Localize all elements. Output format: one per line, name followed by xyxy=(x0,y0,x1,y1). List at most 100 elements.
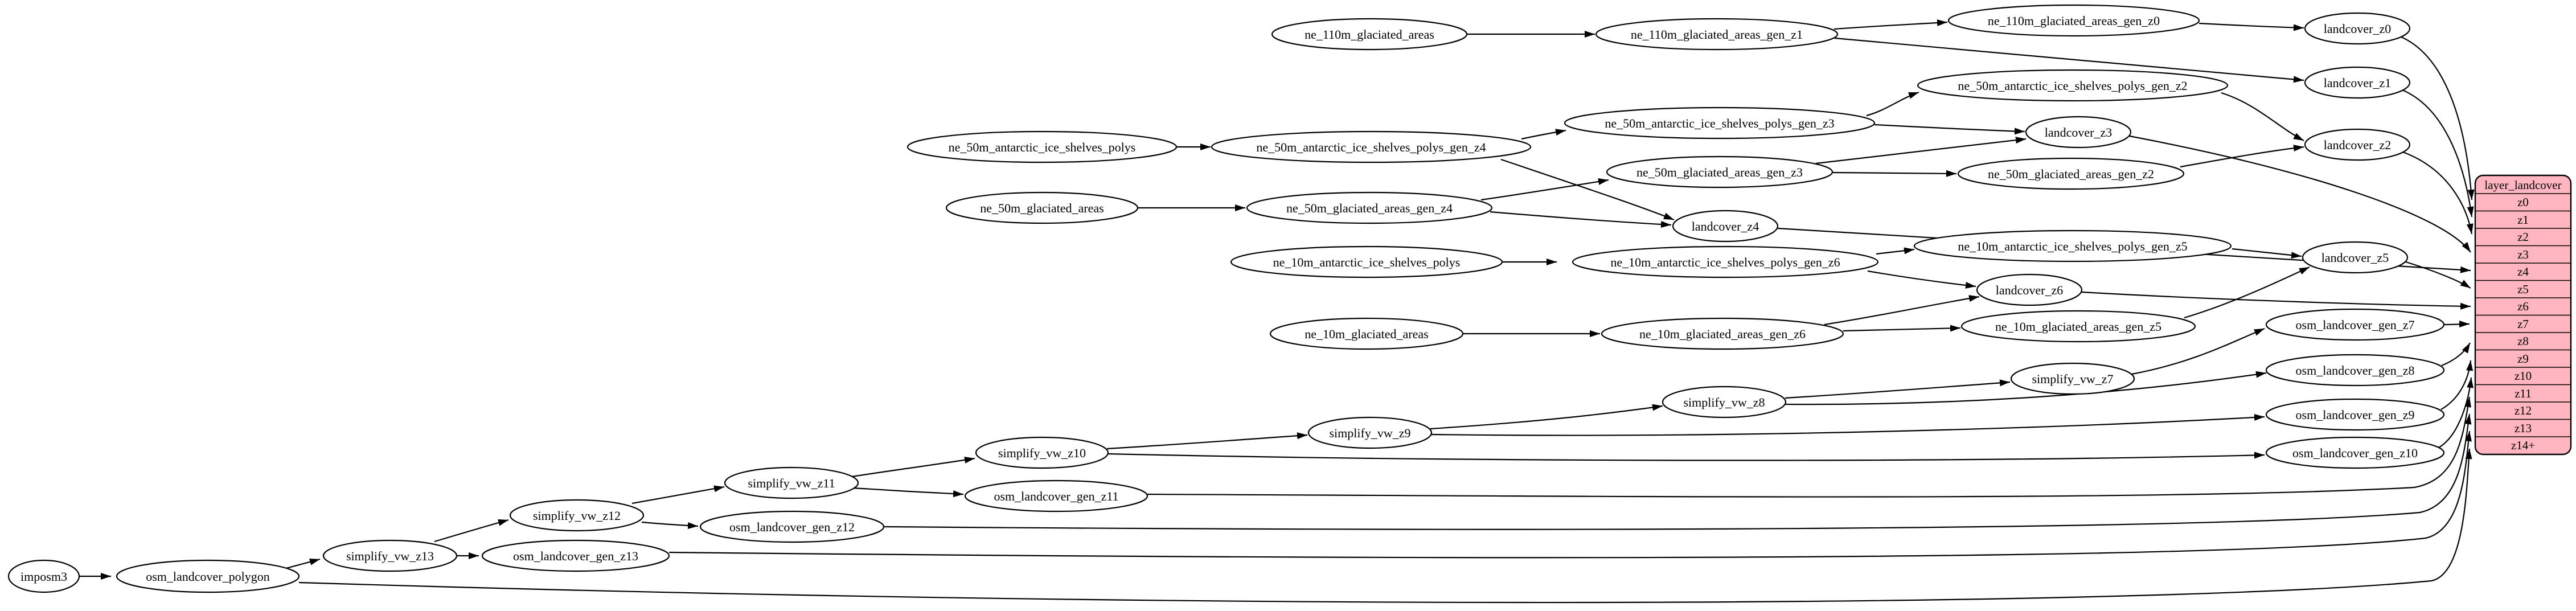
node-label: ne_10m_glaciated_areas_gen_z5 xyxy=(1995,319,2161,334)
edge-simplify_vw_z10--osm_landcover_gen_z10 xyxy=(1107,452,2265,461)
node-landcover_z3: landcover_z3 xyxy=(2025,116,2132,149)
node-ne_10m_glaciated_areas_gen_z6: ne_10m_glaciated_areas_gen_z6 xyxy=(1601,317,1844,350)
node-ellipse xyxy=(481,539,670,572)
table-row-label: z6 xyxy=(2517,300,2529,313)
table-row-label: z11 xyxy=(2515,387,2532,400)
node-label: simplify_vw_z12 xyxy=(533,509,621,523)
edge-ne_50m_glaciated_gen_z3--landcover_z3 xyxy=(1815,137,2027,165)
node-ellipse xyxy=(1601,317,1844,350)
node-simplify_vw_z8: simplify_vw_z8 xyxy=(1662,386,1787,419)
node-ne_10m_antarctic_ice_shelves_polys_gen_z5: ne_10m_antarctic_ice_shelves_polys_gen_z… xyxy=(1913,229,2232,263)
table-row-label: z8 xyxy=(2517,334,2529,348)
node-label: osm_landcover_gen_z12 xyxy=(729,520,855,534)
edge-simplify_vw_z10--simplify_vw_z9 xyxy=(1106,432,1308,450)
edge-simplify_vw_z8--simplify_vw_z7 xyxy=(1785,379,2011,399)
edge-ne_10m_antarctic_gen_z5--landcover_z5 xyxy=(2232,248,2302,259)
edge-osm_landcover_gen_z10--table-z10 xyxy=(2438,377,2474,448)
node-osm_landcover_polygon: osm_landcover_polygon xyxy=(116,559,300,593)
node-label: landcover_z2 xyxy=(2324,138,2392,152)
edge-simplify_vw_z9--simplify_vw_z8 xyxy=(1430,404,1663,430)
edge-ne_50m_antarctic_gen_z4--landcover_z4 xyxy=(1500,158,1675,221)
edge-osm_landcover_gen_z13--table-z13 xyxy=(668,430,2472,559)
node-ellipse xyxy=(1976,273,2083,306)
edge-ne_50m_glaciated_gen_z4--gen_z3 xyxy=(1480,178,1609,201)
node-ellipse xyxy=(1913,229,2232,263)
node-ellipse xyxy=(1917,69,2229,102)
node-ellipse xyxy=(1269,317,1464,350)
edge-osm_landcover_polygon--table-z14 xyxy=(298,448,2472,604)
edge-ne_110m_gen_z0--landcover_z0 xyxy=(2198,22,2304,31)
node-label: osm_landcover_gen_z8 xyxy=(2296,363,2415,378)
node-label: ne_50m_antarctic_ice_shelves_polys xyxy=(949,140,1136,154)
edge-ne_10m_antarctic_gen_z6--landcover_z6 xyxy=(1867,270,1976,289)
edge-landcover_z0--table-z0 xyxy=(2397,34,2475,200)
node-simplify_vw_z9: simplify_vw_z9 xyxy=(1307,416,1433,449)
node-label: ne_10m_antarctic_ice_shelves_polys xyxy=(1273,255,1461,269)
node-simplify_vw_z11: simplify_vw_z11 xyxy=(724,466,859,499)
edge-simplify_vw_z11--osm_landcover_gen_z11 xyxy=(852,487,964,498)
edge-ne_10m_glaciated_gen_z6--gen_z5 xyxy=(1843,325,1961,332)
node-label: landcover_z0 xyxy=(2324,22,2392,36)
node-label: osm_landcover_gen_z9 xyxy=(2296,408,2415,422)
node-label: ne_50m_antarctic_ice_shelves_polys_gen_z… xyxy=(1958,79,2187,93)
node-ellipse xyxy=(2025,116,2132,149)
node-ellipse xyxy=(7,559,80,593)
edge-ne_10m_glaciated_gen_z5--landcover_z5 xyxy=(2184,266,2310,319)
node-label: simplify_vw_z10 xyxy=(998,446,1086,460)
node-osm_landcover_gen_z12: osm_landcover_gen_z12 xyxy=(699,510,885,543)
table-row-label: z5 xyxy=(2517,282,2529,296)
node-ne_50m_glaciated_areas: ne_50m_glaciated_areas xyxy=(945,191,1139,224)
edge-simplify_vw_z13--simplify_vw_z12 xyxy=(434,519,509,543)
node-ne_50m_glaciated_areas_gen_z4: ne_50m_glaciated_areas_gen_z4 xyxy=(1246,191,1493,224)
node-ellipse xyxy=(2265,436,2445,469)
node-ne_50m_antarctic_ice_shelves_polys_gen_z4: ne_50m_antarctic_ice_shelves_polys_gen_z… xyxy=(1211,130,1532,163)
node-ellipse xyxy=(116,559,300,593)
edge-landcover_z4--table-z4 xyxy=(1777,227,2471,273)
node-ellipse xyxy=(2302,241,2409,274)
node-imposm3: imposm3 xyxy=(7,559,80,593)
table-row-label: z0 xyxy=(2517,195,2529,209)
node-ne_10m_antarctic_ice_shelves_polys_gen_z6: ne_10m_antarctic_ice_shelves_polys_gen_z… xyxy=(1572,245,1879,278)
edge-ne_50m_glaciated_gen_z4--landcover_z4 xyxy=(1490,211,1672,228)
node-ellipse xyxy=(1564,106,1876,140)
node-label: simplify_vw_z11 xyxy=(748,476,835,490)
node-layer: imposm3 osm_landcover_polygon simplify_v… xyxy=(7,4,2445,593)
edge-landcover_z3--table-z3 xyxy=(2129,135,2471,253)
table-layer_landcover: layer_landcover z0 z1 z2 z3 z4 z5 z6 z7 … xyxy=(2474,174,2572,456)
node-label: landcover_z5 xyxy=(2321,251,2389,265)
node-ellipse xyxy=(1595,18,1839,51)
node-label: simplify_vw_z7 xyxy=(2032,372,2114,386)
node-label: simplify_vw_z13 xyxy=(346,549,434,563)
edge-landcover_z2--table-z2 xyxy=(2402,151,2474,235)
node-ellipse xyxy=(1307,416,1433,449)
node-label: ne_50m_glaciated_areas_gen_z2 xyxy=(1988,167,2154,181)
node-label: ne_50m_glaciated_areas_gen_z4 xyxy=(1286,201,1453,215)
node-ne_50m_antarctic_ice_shelves_polys: ne_50m_antarctic_ice_shelves_polys xyxy=(906,130,1178,163)
node-ne_50m_antarctic_ice_shelves_polys_gen_z2: ne_50m_antarctic_ice_shelves_polys_gen_z… xyxy=(1917,69,2229,102)
node-ne_110m_glaciated_areas_gen_z0: ne_110m_glaciated_areas_gen_z0 xyxy=(1947,4,2200,37)
node-ellipse xyxy=(2265,354,2445,387)
edge-simplify_vw_z9--osm_landcover_gen_z9 xyxy=(1430,414,2265,436)
node-landcover_z0: landcover_z0 xyxy=(2304,12,2411,45)
node-label: ne_50m_antarctic_ice_shelves_polys_gen_z… xyxy=(1605,116,1834,130)
node-osm_landcover_gen_z13: osm_landcover_gen_z13 xyxy=(481,539,670,572)
node-landcover_z6: landcover_z6 xyxy=(1976,273,2083,306)
node-ellipse xyxy=(2265,398,2445,431)
node-landcover_z5: landcover_z5 xyxy=(2302,241,2409,274)
edge-ne_110m_gen_z1--gen_z0 xyxy=(1833,19,1948,30)
edge-ne_50m_glaciated_gen_z3--gen_z2 xyxy=(1832,170,1957,177)
edge-ne_50m_antarctic_gen_z2--landcover_z2 xyxy=(2221,92,2304,141)
node-ne_110m_glaciated_areas_gen_z1: ne_110m_glaciated_areas_gen_z1 xyxy=(1595,18,1839,51)
node-label: ne_50m_antarctic_ice_shelves_polys_gen_z… xyxy=(1256,140,1486,154)
edge-ne_50m_antarctic_gen_z4--gen_z3 xyxy=(1521,129,1566,140)
node-label: simplify_vw_z9 xyxy=(1330,426,1411,440)
node-ellipse xyxy=(1957,157,2185,190)
edge-ne_10m_glaciated_gen_z6--landcover_z6 xyxy=(1824,295,1980,326)
node-landcover_z4: landcover_z4 xyxy=(1672,210,1779,243)
node-ne_110m_glaciated_areas: ne_110m_glaciated_areas xyxy=(1271,18,1468,51)
node-landcover_z2: landcover_z2 xyxy=(2304,128,2411,161)
node-ne_10m_glaciated_areas_gen_z5: ne_10m_glaciated_areas_gen_z5 xyxy=(1960,310,2196,343)
edge-osm_landcover_gen_z9--table-z9 xyxy=(2440,360,2474,410)
